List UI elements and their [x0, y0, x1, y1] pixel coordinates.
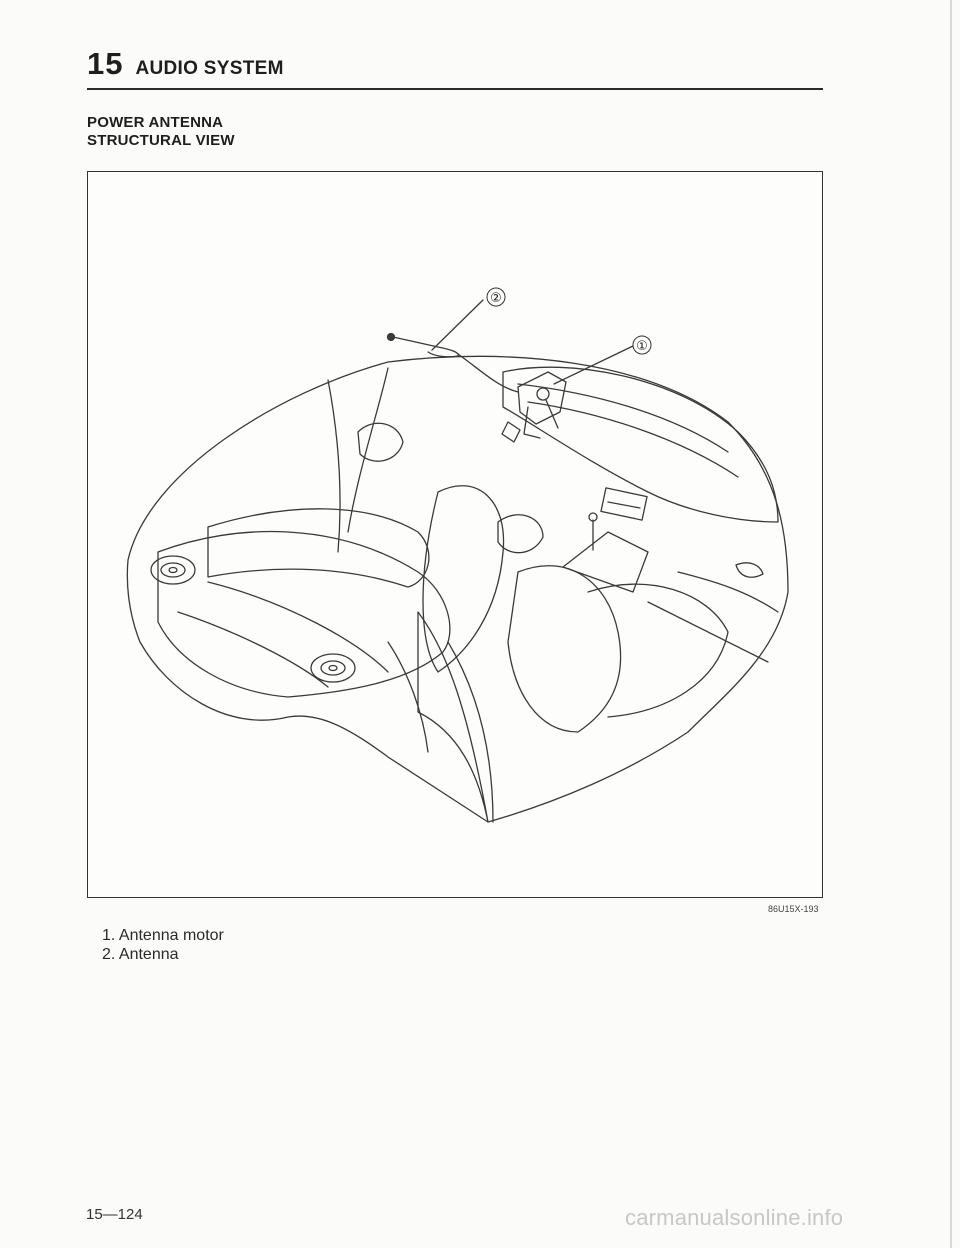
front-headrest [497, 514, 544, 554]
front-cushion [587, 583, 729, 718]
legend-item-2: 2. Antenna [102, 946, 179, 963]
subheading-line-1: POWER ANTENNA [87, 114, 224, 131]
binding-edge [950, 0, 952, 1248]
section-header: 15 AUDIO SYSTEM [87, 46, 284, 82]
legend-item-1: 1. Antenna motor [102, 927, 224, 944]
dashboard [502, 366, 779, 523]
subheading-line-2: STRUCTURAL VIEW [87, 132, 235, 149]
watermark: carmanualsonline.info [625, 1205, 844, 1230]
body-outline [126, 355, 789, 823]
door-panel [417, 611, 489, 823]
leader-line-1 [553, 345, 634, 385]
rear-pillar [327, 379, 341, 553]
rear-headrest [357, 422, 404, 462]
rear-seat [207, 508, 430, 588]
section-number: 15 [87, 46, 124, 81]
structural-view-figure: ② ① [87, 171, 823, 898]
antenna-motor [517, 371, 567, 425]
figure-code: 86U15X-193 [768, 904, 819, 914]
car-interior-illustration: ② ① [126, 287, 789, 823]
antenna-mast [392, 336, 439, 348]
c-pillar [347, 367, 389, 533]
page-number: 15—124 [86, 1206, 143, 1223]
motor-bracket [501, 421, 521, 443]
leader-line-2 [431, 299, 484, 351]
passenger-seat [507, 565, 622, 733]
callout-1: ① [636, 339, 648, 354]
audio-unit [600, 487, 648, 521]
section-title: AUDIO SYSTEM [135, 58, 284, 79]
front-speaker [735, 562, 764, 578]
antenna-cable [457, 353, 519, 393]
driver-seat [422, 485, 505, 673]
header-rule [87, 88, 823, 90]
center-console [562, 531, 649, 593]
rear-deck [157, 530, 451, 698]
rear-speaker-right [310, 653, 356, 683]
callout-2: ② [490, 291, 502, 306]
rear-speaker-left [150, 555, 196, 585]
